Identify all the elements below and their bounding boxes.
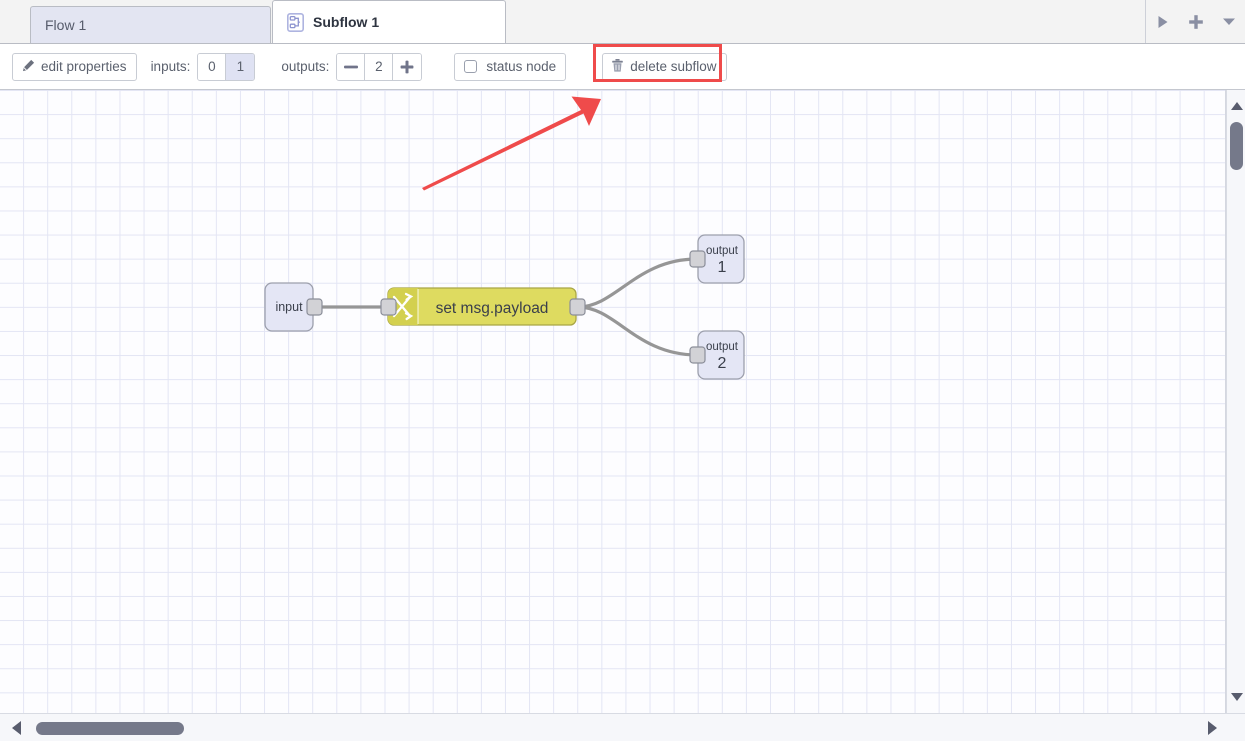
- edit-properties-button[interactable]: edit properties: [12, 52, 137, 81]
- change-node-label: set msg.payload: [436, 300, 549, 317]
- link-change-to-output-1[interactable]: [576, 257, 699, 309]
- subflow-output-node-2-index: 2: [718, 355, 727, 372]
- status-node-button[interactable]: status node: [454, 52, 567, 81]
- horizontal-scrollbar[interactable]: [0, 713, 1245, 741]
- subflow-icon: [287, 12, 304, 32]
- change-shuffle-icon: [392, 292, 414, 321]
- subflow-output-node-1[interactable]: output 1: [689, 234, 745, 284]
- tab-tools: [1145, 0, 1245, 43]
- inputs-label: inputs:: [150, 59, 191, 74]
- subflow-output-node-2[interactable]: output 2: [689, 330, 745, 380]
- change-node-input-port[interactable]: [380, 298, 397, 316]
- tab-flow-1-label: Flow 1: [45, 17, 87, 33]
- output-node-2-input-port[interactable]: [689, 346, 706, 364]
- subflow-output-node-2-label: output: [706, 341, 739, 353]
- horizontal-scrollbar-thumb[interactable]: [36, 722, 184, 735]
- scroll-down-arrow-icon[interactable]: [1231, 693, 1243, 701]
- vertical-scrollbar[interactable]: [1226, 90, 1245, 713]
- delete-subflow-button[interactable]: delete subflow: [602, 52, 727, 81]
- inputs-toggle[interactable]: 0 1: [197, 52, 256, 81]
- subflow-input-node-label: input: [275, 300, 303, 314]
- scroll-up-arrow-icon[interactable]: [1231, 102, 1243, 110]
- tab-subflow-1[interactable]: Subflow 1: [272, 0, 506, 43]
- inputs-option-0[interactable]: 0: [198, 53, 227, 80]
- status-node-label: status node: [486, 59, 557, 74]
- outputs-label: outputs:: [281, 59, 330, 74]
- subflow-toolbar: edit properties inputs: 0 1 outputs: 2 s…: [0, 43, 1245, 90]
- outputs-stepper[interactable]: 2: [336, 52, 423, 81]
- status-node-checkbox[interactable]: [464, 60, 478, 73]
- pencil-icon: [22, 59, 35, 75]
- output-node-1-input-port[interactable]: [689, 250, 706, 268]
- trash-icon: [612, 58, 624, 75]
- outputs-increment-button[interactable]: [393, 53, 422, 80]
- scroll-right-arrow-icon[interactable]: [1208, 721, 1217, 735]
- input-node-output-port[interactable]: [306, 298, 323, 316]
- outputs-decrement-button[interactable]: [337, 53, 366, 80]
- play-icon[interactable]: [1150, 9, 1176, 35]
- subflow-output-node-1-index: 1: [718, 259, 727, 276]
- edit-properties-label: edit properties: [41, 59, 127, 74]
- vertical-scrollbar-thumb[interactable]: [1230, 122, 1243, 170]
- scroll-left-arrow-icon[interactable]: [12, 721, 21, 735]
- delete-subflow-label: delete subflow: [630, 59, 717, 74]
- outputs-value: 2: [365, 53, 394, 80]
- tab-bar: Flow 1 Subflow 1: [0, 0, 1245, 44]
- add-tab-icon[interactable]: [1183, 9, 1209, 35]
- subflow-input-node[interactable]: input: [264, 282, 323, 332]
- chevron-down-icon[interactable]: [1216, 9, 1242, 35]
- tab-strip: Flow 1 Subflow 1: [0, 0, 1145, 43]
- link-change-to-output-2[interactable]: [576, 305, 699, 357]
- change-node-output-port[interactable]: [569, 298, 586, 316]
- subflow-output-node-1-label: output: [706, 245, 739, 257]
- inputs-option-1[interactable]: 1: [226, 53, 255, 80]
- flow-canvas[interactable]: input set msg.payload output 1: [0, 90, 1226, 713]
- change-node[interactable]: set msg.payload: [380, 287, 586, 326]
- tab-flow-1[interactable]: Flow 1: [30, 6, 271, 43]
- tab-subflow-1-label: Subflow 1: [313, 14, 380, 30]
